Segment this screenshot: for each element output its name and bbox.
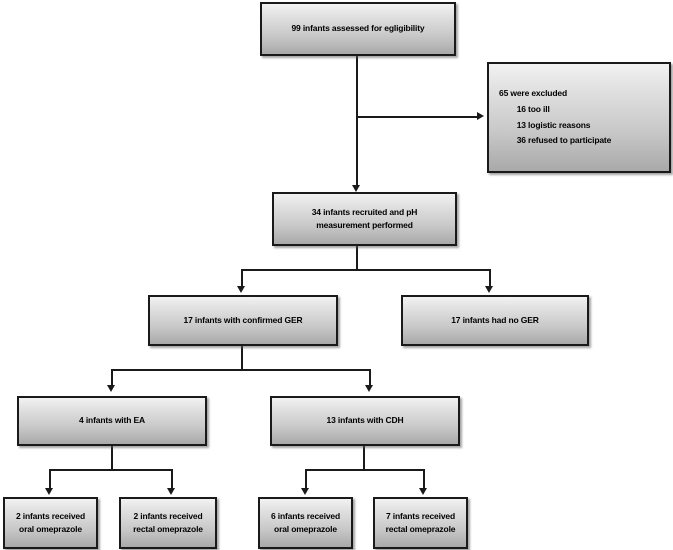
node-assessed-label: 99 infants assessed for egligibility xyxy=(291,23,425,34)
connector-to-excluded xyxy=(356,116,478,118)
node-cdh-rectal-label: 7 infants received rectal omeprazole xyxy=(385,510,456,534)
node-recruited: 34 infants recruited and pH measurement … xyxy=(272,192,457,246)
arrowhead-excluded xyxy=(477,112,484,120)
arrowhead-ger-no xyxy=(485,286,493,293)
node-recruited-label: 34 infants recruited and pH measurement … xyxy=(311,206,418,230)
node-cdh-rectal-omeprazole: 7 infants received rectal omeprazole xyxy=(373,497,468,549)
connector-ger-bus xyxy=(111,369,371,371)
connector-recruited-bus xyxy=(241,269,491,271)
connector-ea-left-drop xyxy=(49,469,51,489)
node-ea-oral-label: 2 infants received oral omeprazole xyxy=(15,510,86,534)
arrowhead-cdh-rectal xyxy=(419,488,427,495)
node-cdh: 13 infants with CDH xyxy=(270,396,460,446)
connector-cdh-bus xyxy=(305,469,425,471)
connector-ea-bus xyxy=(49,469,173,471)
arrowhead-ea-rectal xyxy=(167,488,175,495)
node-ger-none-label: 17 infants had no GER xyxy=(451,314,539,325)
connector-cdh-left-drop xyxy=(305,469,307,489)
node-cdh-oral-label: 6 infants received oral omeprazole xyxy=(270,510,341,534)
node-excluded-label: 65 were excluded 16 too ill 13 logistic … xyxy=(499,88,612,146)
arrowhead-ea-oral xyxy=(45,488,53,495)
arrowhead-ger-yes xyxy=(237,286,245,293)
connector-assessed-to-recruited xyxy=(356,55,358,187)
arrowhead-cdh-oral xyxy=(301,488,309,495)
connector-ger-left-drop xyxy=(111,369,113,387)
connector-ger-right-drop xyxy=(369,369,371,387)
connector-ger-stem xyxy=(241,345,243,371)
arrowhead-recruited xyxy=(352,185,360,192)
arrowhead-ea xyxy=(107,385,115,392)
connector-recruited-stem xyxy=(356,245,358,271)
node-assessed: 99 infants assessed for egligibility xyxy=(260,2,456,56)
node-ger-none: 17 infants had no GER xyxy=(401,295,589,346)
connector-cdh-stem xyxy=(363,445,365,471)
connector-recruited-right-drop xyxy=(489,269,491,288)
node-ea-label: 4 infants with EA xyxy=(79,415,145,426)
node-ger-confirmed-label: 17 infants with confirmed GER xyxy=(183,314,303,325)
node-ea-rectal-label: 2 infants received rectal omeprazole xyxy=(133,510,203,534)
connector-cdh-right-drop xyxy=(423,469,425,489)
node-ea-rectal-omeprazole: 2 infants received rectal omeprazole xyxy=(119,497,217,549)
node-excluded: 65 were excluded 16 too ill 13 logistic … xyxy=(487,62,671,173)
node-cdh-label: 13 infants with CDH xyxy=(326,415,404,426)
arrowhead-cdh xyxy=(365,385,373,392)
node-ea-oral-omeprazole: 2 infants received oral omeprazole xyxy=(3,497,98,549)
connector-ea-stem xyxy=(111,445,113,471)
connector-ea-right-drop xyxy=(171,469,173,489)
connector-recruited-left-drop xyxy=(241,269,243,288)
node-ger-confirmed: 17 infants with confirmed GER xyxy=(148,295,338,346)
node-cdh-oral-omeprazole: 6 infants received oral omeprazole xyxy=(258,497,353,549)
node-ea: 4 infants with EA xyxy=(17,396,207,446)
